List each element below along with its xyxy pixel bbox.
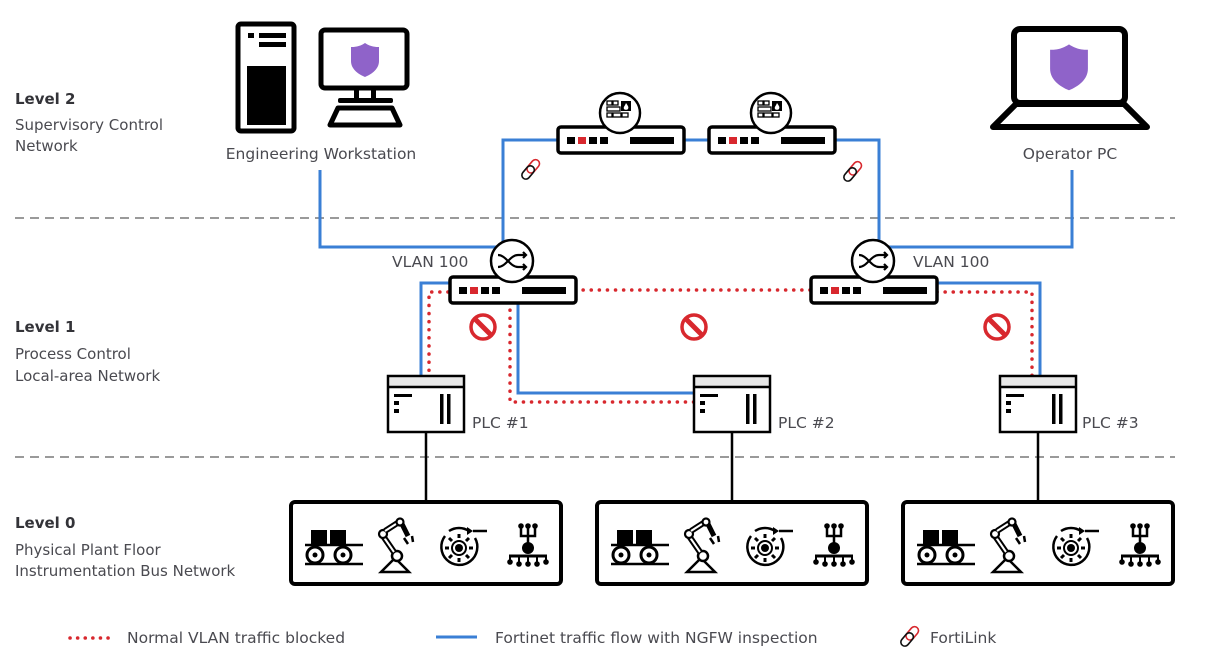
firewall-1[interactable]: [556, 91, 686, 155]
firewall-icon: [606, 100, 631, 118]
no-entry-icon: [985, 315, 1009, 339]
flow-ews-to-switch: [318, 170, 507, 262]
plc-label: PLC #1: [472, 414, 529, 432]
legend: Normal VLAN traffic blocked Fortinet tra…: [68, 624, 996, 649]
flow-switch-to-plc1: [419, 281, 450, 376]
firewall-icon: [757, 100, 782, 118]
plc-icon: [998, 374, 1078, 434]
device-label: Engineering Workstation: [226, 145, 417, 163]
plc-3[interactable]: PLC #3: [998, 374, 1139, 500]
vlan-label: VLAN 100: [913, 253, 989, 271]
legend-label: Fortinet traffic flow with NGFW inspecti…: [495, 629, 818, 647]
tower-pc-icon: [235, 21, 297, 134]
link-chain-icon: [841, 159, 864, 184]
level-desc: Network: [15, 137, 78, 155]
laptop-icon: [990, 26, 1150, 130]
level-title: Level 0: [15, 514, 75, 532]
plant-floor-equipment-3: [903, 502, 1173, 584]
level-0-label: Level 0 Physical Plant Floor Instrumenta…: [15, 514, 236, 580]
vlan-label: VLAN 100: [392, 253, 468, 271]
operator-pc[interactable]: Operator PC: [990, 26, 1150, 163]
level-desc: Local-area Network: [15, 367, 160, 385]
level-title: Level 1: [15, 318, 75, 336]
link-chain-icon: [519, 157, 542, 182]
switch-arrows-icon: [497, 251, 528, 271]
plc-label: PLC #2: [778, 414, 835, 432]
legend-label: FortiLink: [930, 629, 996, 647]
plc-label: PLC #3: [1082, 414, 1139, 432]
legend-item-inspection: Fortinet traffic flow with NGFW inspecti…: [436, 629, 818, 647]
firewall-2[interactable]: [707, 91, 837, 155]
legend-item-blocked: Normal VLAN traffic blocked: [68, 629, 345, 647]
plc-icon: [386, 374, 466, 434]
flow-switch-to-plc3: [935, 281, 1042, 376]
level-desc: Physical Plant Floor: [15, 541, 161, 559]
flow-switch-to-fw1: [501, 138, 560, 247]
monitor-icon: [318, 27, 410, 128]
link-chain-icon: [898, 624, 921, 649]
blocked-traffic-lines: [427, 288, 1034, 404]
legend-label: Normal VLAN traffic blocked: [127, 629, 345, 647]
plc-1[interactable]: PLC #1: [386, 374, 529, 500]
level-title: Level 2: [15, 90, 75, 108]
plc-icon: [692, 374, 772, 434]
level-2-label: Level 2 Supervisory Control Network: [15, 90, 163, 155]
switch-left[interactable]: VLAN 100: [392, 238, 578, 305]
inspection-flow-lines: [318, 138, 1074, 395]
plc-2[interactable]: PLC #2: [692, 374, 835, 500]
no-entry-icon: [471, 315, 495, 339]
level-desc: Supervisory Control: [15, 116, 163, 134]
device-label: Operator PC: [1023, 145, 1117, 163]
flow-fw2-to-switch: [833, 138, 881, 262]
level-desc: Instrumentation Bus Network: [15, 562, 236, 580]
flow-opc-to-switch: [879, 170, 1074, 249]
no-entry-icon: [682, 315, 706, 339]
legend-item-fortilink: FortiLink: [898, 624, 996, 649]
switch-arrows-icon: [858, 251, 889, 271]
switch-right[interactable]: VLAN 100: [809, 238, 989, 305]
engineering-workstation[interactable]: Engineering Workstation: [226, 21, 417, 163]
plant-floor-equipment-2: [597, 502, 867, 584]
level-1-label: Level 1 Process Control Local-area Netwo…: [15, 318, 160, 385]
level-desc: Process Control: [15, 345, 131, 363]
flow-switch-to-plc2: [516, 302, 695, 395]
plant-floor-equipment-1: [291, 502, 561, 584]
